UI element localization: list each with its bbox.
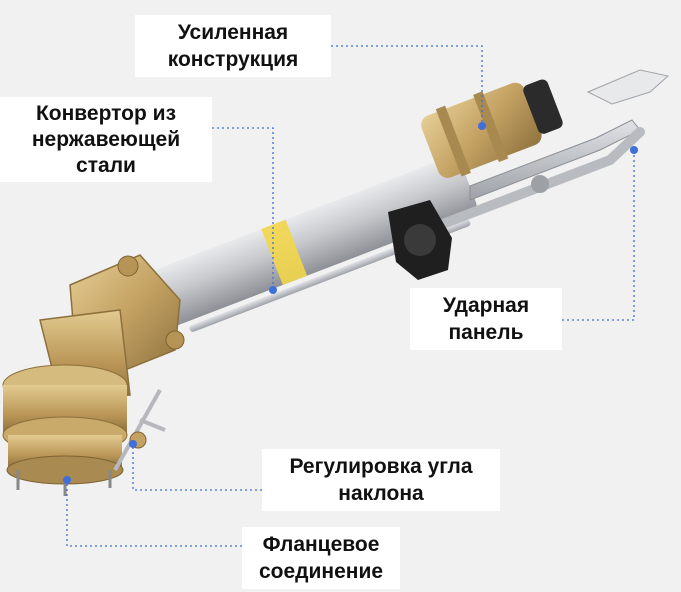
label-tilt-adjustment: Регулировка угла наклона (262, 449, 500, 511)
leader-flange (66, 480, 242, 547)
leader-converter (212, 127, 274, 290)
label-converter-line2: нержавеющей (31, 127, 181, 151)
label-tilt-line2: наклона (338, 482, 424, 505)
nozzle-housing (421, 79, 563, 178)
label-stainless-converter: Конвертор из нержавеющей стали (0, 97, 212, 182)
leader-dots (63, 122, 638, 484)
leader-lines (66, 45, 635, 547)
label-flange-line1: Фланцевое (262, 533, 380, 556)
label-impact-line2: панель (448, 321, 524, 344)
counterweight (388, 200, 452, 280)
leader-tilt (132, 444, 262, 491)
label-converter-line1: Конвертор из (35, 101, 177, 125)
barrel-tube (151, 156, 477, 326)
label-impact-panel: Ударная панель (410, 288, 562, 350)
label-flange-line2: соединение (258, 560, 384, 583)
label-converter-line3: стали (76, 153, 136, 177)
label-reinforced-line1: Усиленная (177, 21, 289, 44)
label-reinforced-line2: конструкция (167, 48, 299, 71)
label-flange-connection: Фланцевое соединение (242, 527, 400, 589)
impact-arm (435, 69, 670, 230)
label-impact-line1: Ударная (442, 294, 530, 317)
leader-impact (562, 150, 635, 321)
leader-reinforced (331, 45, 483, 126)
label-tilt-line1: Регулировка угла (289, 455, 473, 478)
base-flange (2, 364, 128, 496)
label-reinforced-construction: Усиленная конструкция (135, 15, 331, 77)
